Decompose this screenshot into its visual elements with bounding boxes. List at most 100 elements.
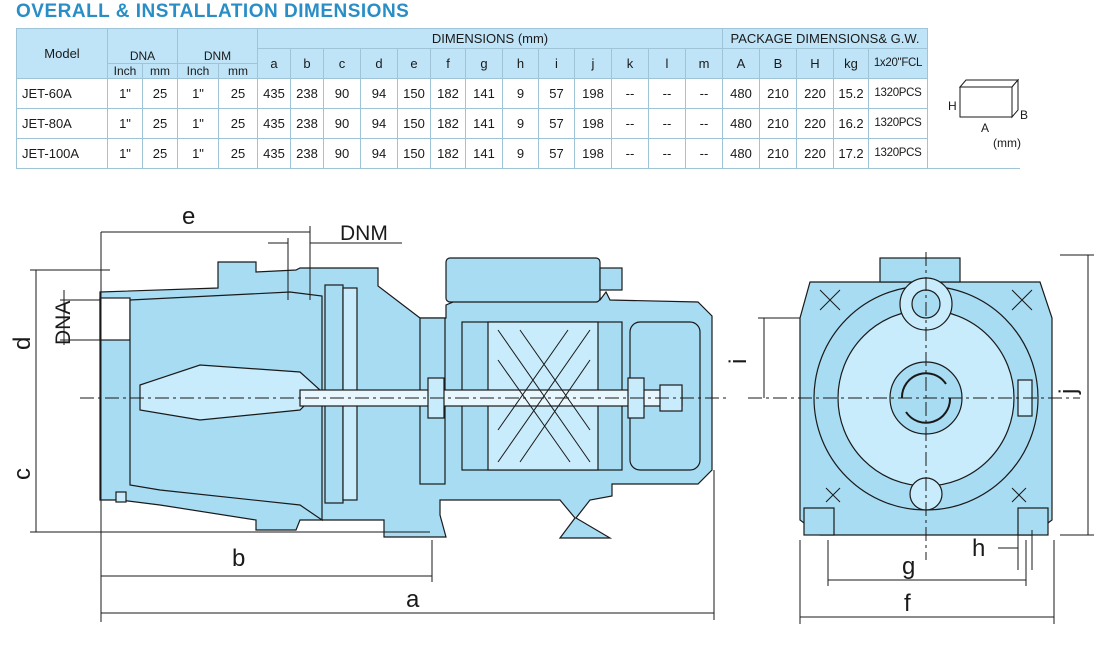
table-cell: -- [648,107,686,139]
page-title: OVERALL & INSTALLATION DIMENSIONS [16,1,410,22]
table-cell: 210 [759,107,797,139]
model-cell: JET-100A [16,137,108,169]
mounting-bolts [819,289,1033,503]
dim-label-b: b [232,545,245,572]
col-pkg-h: H [796,48,834,79]
table-cell: 435 [257,137,291,169]
col-j: j [574,48,612,79]
table-cell: 57 [538,77,575,109]
table-cell: 210 [759,137,797,169]
table-cell: 94 [360,77,398,109]
terminal-box [445,257,601,303]
table-cell: -- [611,107,649,139]
col-pkg-b: B [759,48,797,79]
box-a-label: A [981,121,989,135]
col-m: m [685,48,723,79]
table-row: JET-80A 1" 25 1" 25 435 238 90 94 150 18… [16,107,1021,139]
col-l: l [648,48,686,79]
dnm-mm-label: mm [218,62,258,79]
dim-label-dnm: DNM [340,222,388,245]
dim-label-j: j [1055,389,1082,395]
table-cell: 198 [574,137,612,169]
table-cell: 220 [796,77,834,109]
dim-label-a: a [406,586,420,613]
box-h-label: H [948,99,957,113]
package-box-icon [958,78,1020,119]
table-row: JET-100A 1" 25 1" 25 435 238 90 94 150 1… [16,137,1021,169]
inlet-port [99,297,131,341]
right-foot [1017,507,1049,536]
dim-label-h: h [972,535,985,562]
dim-label-c: c [9,468,36,480]
winding-hatch [497,329,591,463]
box-unit-label: (mm) [993,136,1021,150]
table-cell: 1320PCS [868,107,928,139]
dim-label-dna: DNA [52,301,75,345]
dnm-header: DNM [177,48,258,64]
cable-gland [599,267,623,291]
dim-label-i: i [725,359,752,364]
table-cell: 480 [722,77,760,109]
dim-label-d: d [9,337,36,350]
side-dimension-lines [30,226,715,622]
table-cell: 435 [257,77,291,109]
col-e: e [397,48,431,79]
table-cell: 94 [360,137,398,169]
table-cell: 16.2 [833,107,869,139]
table-cell: 238 [290,77,324,109]
table-cell: 220 [796,137,834,169]
col-f: f [430,48,466,79]
table-cell: 1" [107,137,143,169]
table-cell: -- [685,137,723,169]
table-cell: -- [648,137,686,169]
table-cell: 238 [290,137,324,169]
table-cell: 1" [177,107,219,139]
table-cell: 210 [759,77,797,109]
table-cell: 25 [142,137,178,169]
table-cell: 25 [218,137,258,169]
package-header: PACKAGE DIMENSIONS& G.W. [722,28,928,49]
dim-label-e: e [182,203,195,230]
model-cell: JET-80A [16,107,108,139]
box-b-label: B [1020,108,1028,122]
table-cell: -- [611,137,649,169]
col-pkg-a: A [722,48,760,79]
table-cell: 435 [257,107,291,139]
table-cell: 150 [397,77,431,109]
col-i: i [538,48,575,79]
table-cell: 198 [574,107,612,139]
col-k: k [611,48,649,79]
table-cell: 17.2 [833,137,869,169]
table-cell: 9 [502,137,539,169]
table-cell: 238 [290,107,324,139]
col-a: a [257,48,291,79]
table-cell: 9 [502,77,539,109]
rotation-arrow-icon [900,372,952,424]
dna-header: DNA [107,48,178,64]
table-cell: 90 [323,137,361,169]
table-cell: 57 [538,137,575,169]
table-cell: 150 [397,137,431,169]
table-cell: 25 [218,77,258,109]
col-pkg-fcl: 1x20"FCL [868,48,928,79]
dim-label-g: g [902,553,915,580]
table-cell: 1" [177,77,219,109]
col-d: d [360,48,398,79]
table-cell: 182 [430,77,466,109]
table-cell: 1320PCS [868,77,928,109]
table-cell: 9 [502,107,539,139]
table-cell: 182 [430,137,466,169]
col-b: b [290,48,324,79]
table-cell: 198 [574,77,612,109]
dnm-inch-label: Inch [177,62,219,79]
table-row: JET-60A 1" 25 1" 25 435 238 90 94 150 18… [16,77,1021,109]
col-pkg-kg: kg [833,48,869,79]
pump-side-view [99,257,713,539]
dim-label-f: f [904,590,911,617]
table-cell: 1320PCS [868,137,928,169]
front-dimension-lines [758,254,1094,624]
left-foot [803,507,835,536]
drain-plug [115,491,127,503]
col-g: g [465,48,503,79]
